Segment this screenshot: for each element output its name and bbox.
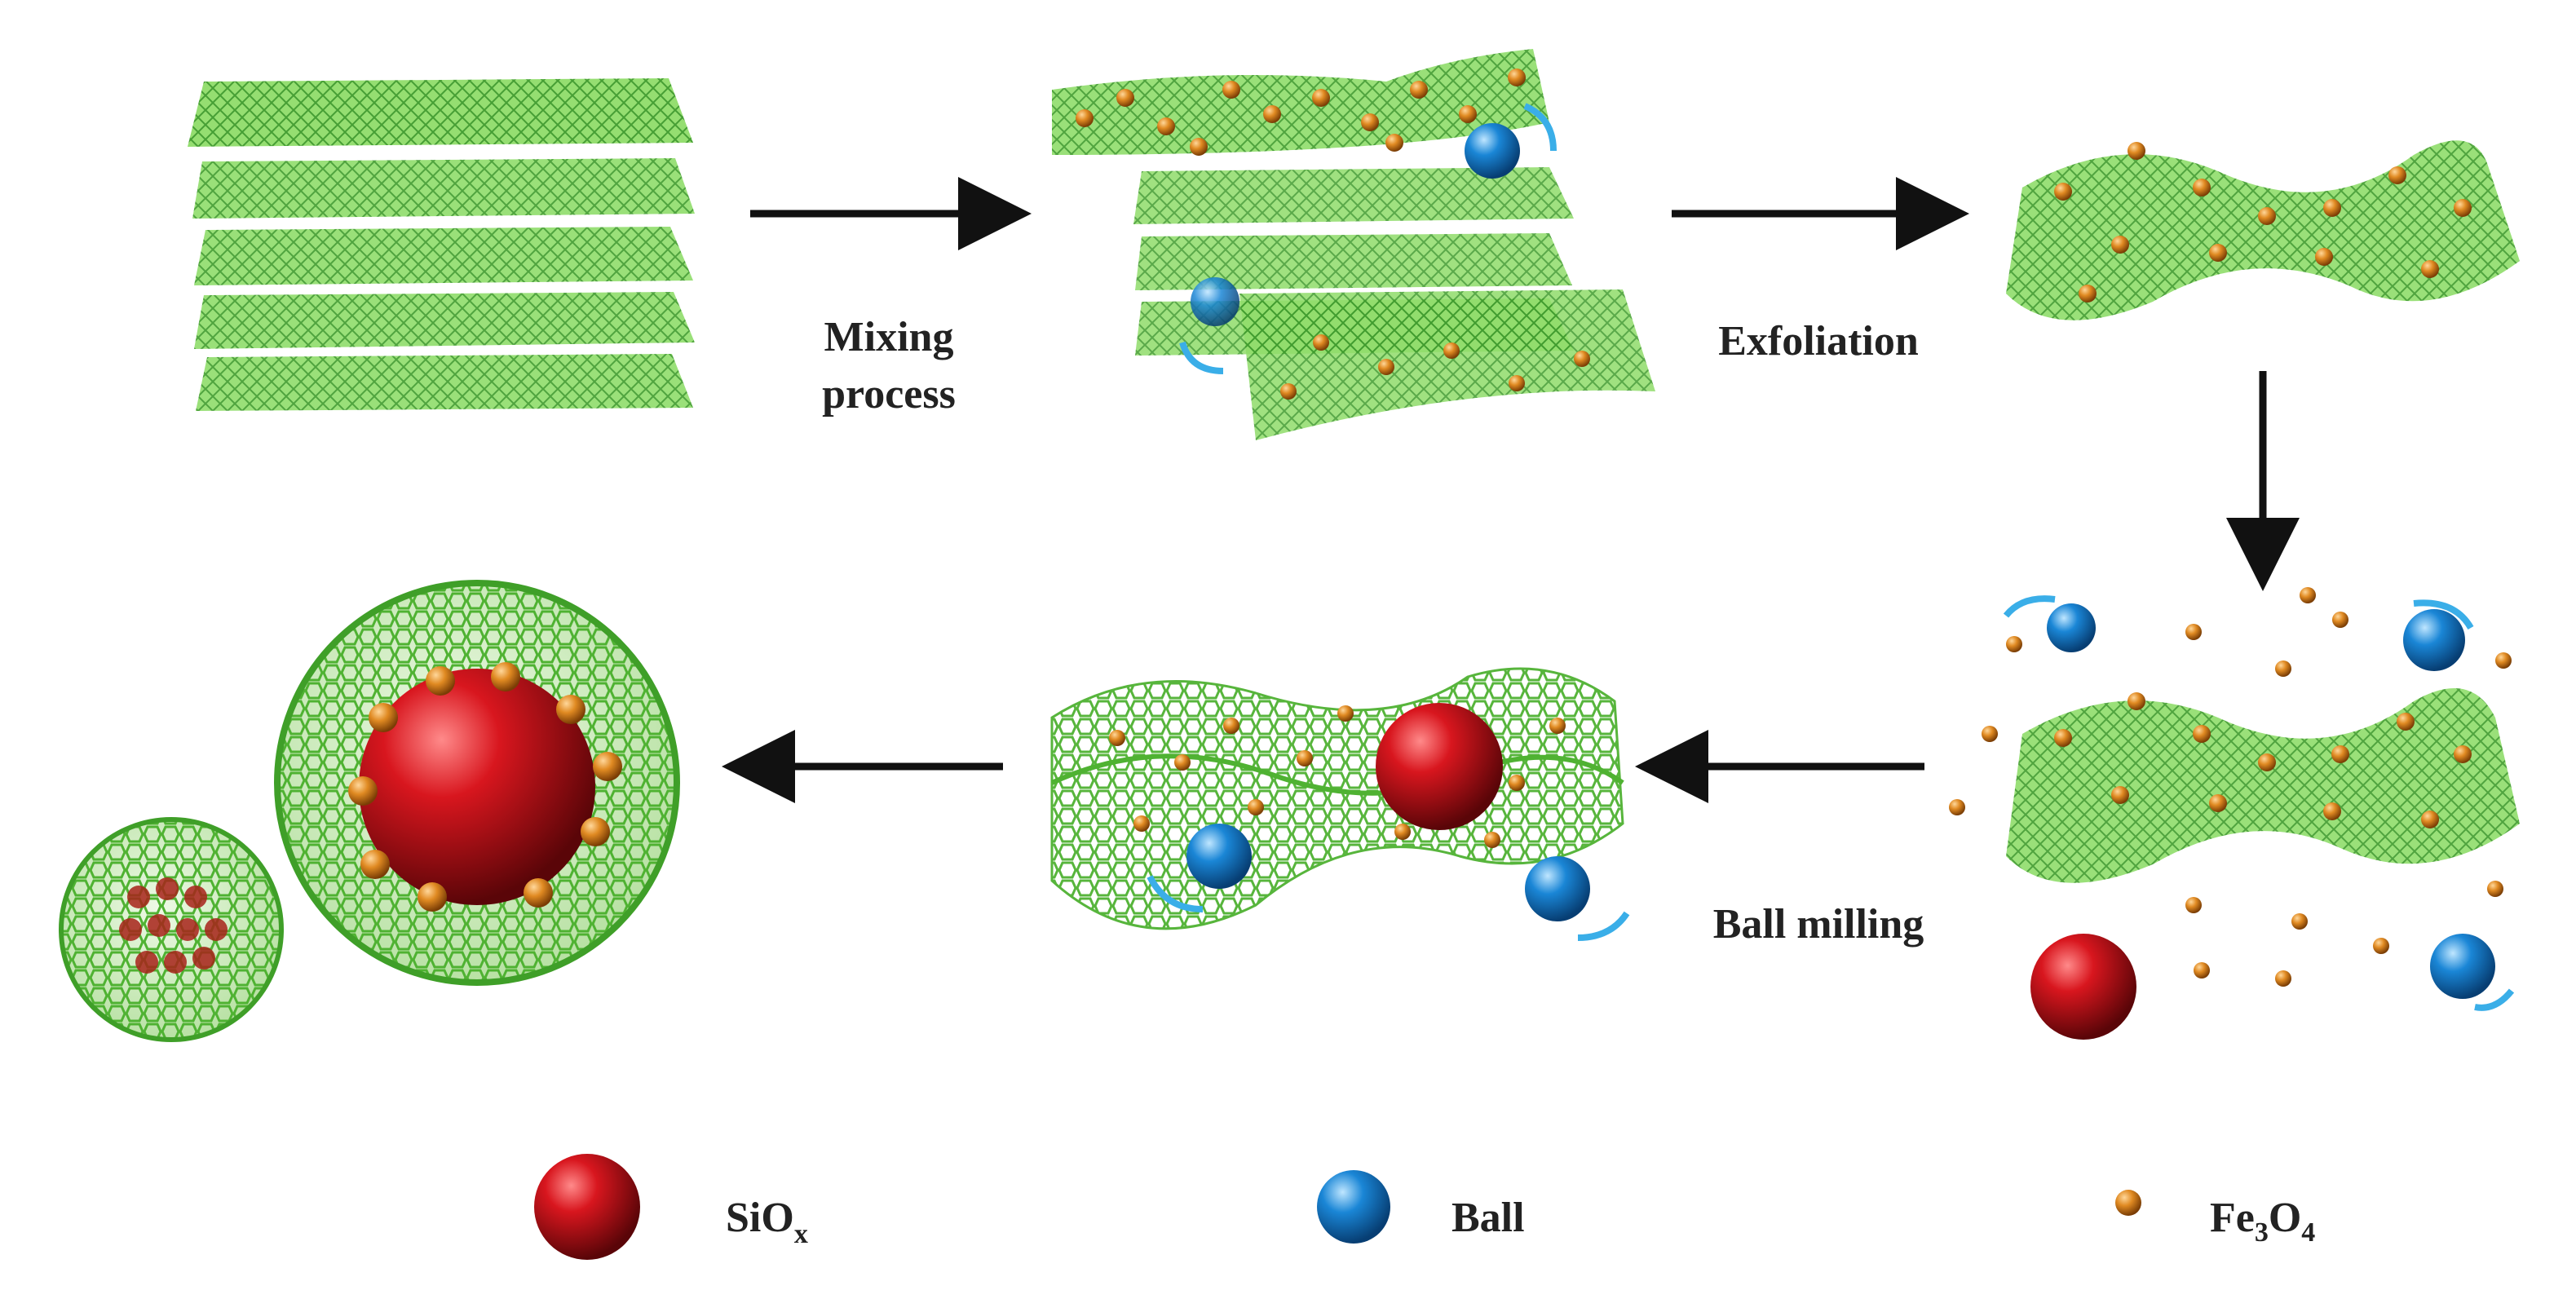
fe3o4-legend-label: Fe3O4 — [2210, 1195, 2315, 1248]
wrapped-composite — [1050, 667, 1630, 941]
ball-icon — [1525, 856, 1590, 921]
fe3o4-legend-icon — [2115, 1190, 2141, 1216]
siox-legend-icon — [534, 1154, 640, 1260]
ball-icon — [2403, 609, 2465, 671]
ball-legend-label: Ball — [1451, 1195, 1525, 1241]
legend: SiOx Ball Fe3O4 — [534, 1154, 2315, 1260]
ball-icon — [1186, 824, 1252, 889]
ball-icon — [2047, 603, 2096, 652]
ball-icon — [1191, 277, 1239, 326]
rotation-arrow-icon — [2413, 599, 2474, 630]
mixing-label-line2: process — [822, 371, 956, 417]
siox-icon — [359, 669, 595, 905]
exfoliation-label: Exfoliation — [1718, 318, 1919, 364]
siox-icon — [2030, 934, 2136, 1040]
rotation-arrow-icon — [1147, 875, 1204, 912]
siox-legend-label: SiOx — [726, 1195, 808, 1249]
exfoliated-sheet — [2006, 140, 2520, 320]
rotation-arrow-icon — [2474, 988, 2515, 1011]
mixed-layers — [1052, 49, 1655, 440]
siox-icon — [1376, 703, 1503, 830]
ball-icon — [1465, 123, 1520, 179]
ball-icon — [2430, 934, 2495, 999]
milling-mixture — [1949, 587, 2520, 1040]
rotation-arrow-icon — [2003, 595, 2056, 618]
mixing-label-line1: Mixing — [824, 314, 954, 360]
rotation-arrow-icon — [1577, 911, 1630, 941]
ball-legend-icon — [1317, 1170, 1390, 1244]
graphite-stack — [188, 78, 695, 411]
final-composite — [59, 580, 680, 1042]
ball-milling-label: Ball milling — [1713, 901, 1924, 948]
rotation-arrow-icon — [1179, 341, 1224, 374]
rotation-arrow-icon — [1523, 103, 1557, 152]
